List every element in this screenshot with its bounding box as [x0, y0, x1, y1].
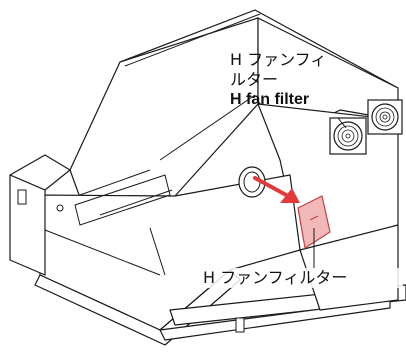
callout-top-english: H fan filter	[230, 91, 310, 108]
fan-grille-icon	[367, 99, 403, 135]
h-fan-filter	[297, 195, 331, 249]
callout-top-japanese-line2: ルター	[230, 70, 279, 89]
callout-top-japanese-line1: H ファンフィ	[230, 50, 327, 69]
leader-lines	[313, 117, 347, 268]
arrow-right-icon	[253, 176, 300, 203]
fan-grille-icon	[329, 117, 367, 155]
screws	[17, 189, 245, 333]
hood-ridges	[44, 13, 261, 276]
callout-h-fan-filter-top: H ファンフィ ルター H fan filter	[230, 50, 370, 110]
housing	[9, 9, 406, 346]
callout-bottom-japanese: H ファンフィルター	[203, 268, 348, 287]
callout-h-fan-filter-bottom: H ファンフィルター	[203, 268, 403, 288]
